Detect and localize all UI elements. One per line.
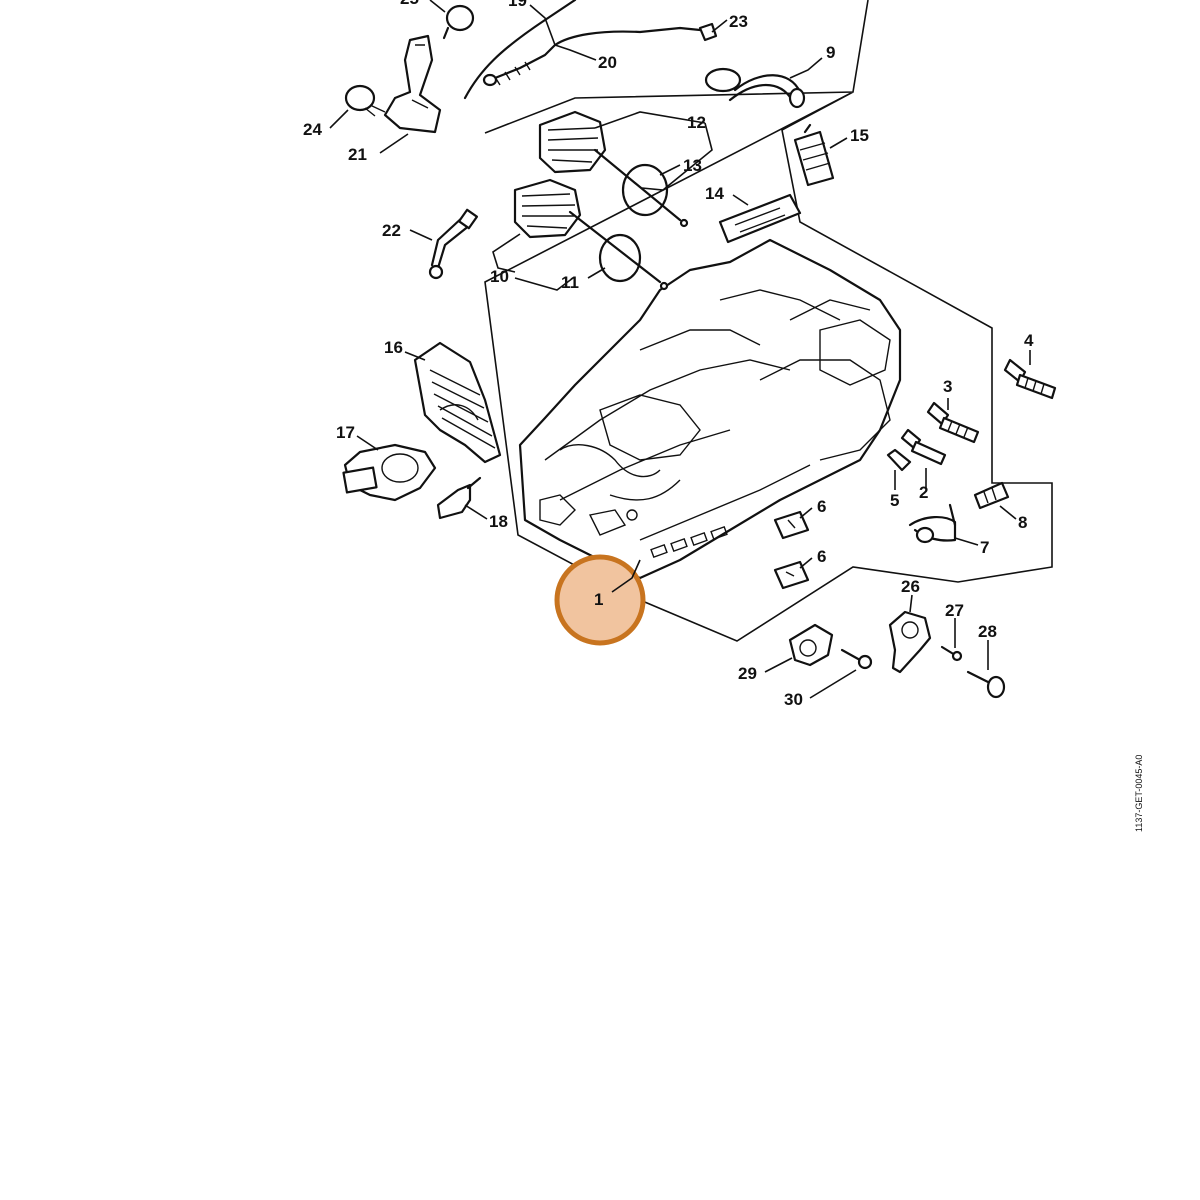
impulse-hose[interactable] bbox=[463, 0, 702, 100]
thrust-plate[interactable] bbox=[788, 623, 834, 667]
callout-12[interactable]: 12 bbox=[687, 113, 706, 132]
sleeve-5[interactable] bbox=[886, 448, 912, 472]
o-ring-upper[interactable] bbox=[621, 163, 669, 217]
callout-17[interactable]: 17 bbox=[336, 423, 355, 442]
crankcase-housing[interactable] bbox=[518, 238, 902, 580]
callout-15[interactable]: 15 bbox=[850, 126, 869, 145]
callout-30[interactable]: 30 bbox=[784, 690, 803, 709]
callout-14[interactable]: 14 bbox=[705, 184, 724, 203]
callout-1[interactable]: 1 bbox=[594, 590, 603, 609]
callout-21[interactable]: 21 bbox=[348, 145, 367, 164]
callout-29[interactable]: 29 bbox=[738, 664, 757, 683]
fuel-filter[interactable] bbox=[793, 123, 835, 187]
elbow-connector[interactable] bbox=[428, 208, 479, 280]
callout-4[interactable]: 4 bbox=[1024, 331, 1034, 350]
callout-6-lower[interactable]: 6 bbox=[817, 547, 826, 566]
callout-highlight bbox=[554, 554, 646, 646]
callout-7[interactable]: 7 bbox=[980, 538, 989, 557]
callout-27[interactable]: 27 bbox=[945, 601, 964, 620]
callout-18[interactable]: 18 bbox=[489, 512, 508, 531]
callout-9[interactable]: 9 bbox=[826, 43, 835, 62]
stud-4[interactable] bbox=[1003, 358, 1057, 400]
catch-bracket[interactable] bbox=[436, 476, 482, 520]
callout-13[interactable]: 13 bbox=[683, 156, 702, 175]
callout-19[interactable]: 19 bbox=[508, 0, 527, 10]
assembly-frame bbox=[484, 0, 1053, 642]
bellows-plug[interactable] bbox=[344, 84, 386, 117]
callout-28[interactable]: 28 bbox=[978, 622, 997, 641]
callout-20[interactable]: 20 bbox=[598, 53, 617, 72]
callout-24[interactable]: 24 bbox=[303, 120, 322, 139]
o-ring-lower[interactable] bbox=[598, 233, 642, 283]
chain-sprocket-cover[interactable] bbox=[342, 443, 437, 502]
fuel-hose-assembly[interactable] bbox=[704, 67, 806, 109]
chain-tensioner-plate[interactable] bbox=[888, 610, 932, 674]
housing-slots bbox=[650, 525, 728, 559]
shroud-grille[interactable] bbox=[413, 341, 502, 464]
oil-hose[interactable] bbox=[908, 503, 957, 544]
stud-3[interactable] bbox=[926, 401, 980, 444]
rubber-buffer-upper[interactable] bbox=[773, 510, 810, 540]
hose-fitting[interactable] bbox=[698, 22, 718, 42]
warning-label[interactable] bbox=[718, 193, 802, 244]
switch-knob[interactable] bbox=[442, 4, 475, 40]
stud-2[interactable] bbox=[900, 428, 947, 466]
document-code: 1137-GET-0045-A0 bbox=[1134, 755, 1144, 832]
rubber-buffer-lower[interactable] bbox=[773, 560, 810, 590]
screw-30[interactable] bbox=[840, 648, 873, 670]
callout-8[interactable]: 8 bbox=[1018, 513, 1027, 532]
callout-10[interactable]: 10 bbox=[490, 267, 509, 286]
spline-screw-28[interactable] bbox=[966, 670, 1006, 699]
leader-lines bbox=[329, 0, 1031, 699]
callout-3[interactable]: 3 bbox=[943, 377, 952, 396]
callout-26[interactable]: 26 bbox=[901, 577, 920, 596]
callout-6-upper[interactable]: 6 bbox=[817, 497, 826, 516]
callout-2[interactable]: 2 bbox=[919, 483, 928, 502]
annular-buffer-upper[interactable] bbox=[538, 110, 689, 228]
callout-16[interactable]: 16 bbox=[384, 338, 403, 357]
oil-suction-fitting[interactable] bbox=[973, 481, 1010, 510]
callout-11[interactable]: 11 bbox=[561, 273, 579, 292]
spline-screw-27[interactable] bbox=[940, 645, 963, 662]
callout-5[interactable]: 5 bbox=[890, 491, 899, 510]
callout-22[interactable]: 22 bbox=[382, 221, 401, 240]
throttle-trigger-bracket[interactable] bbox=[383, 34, 442, 134]
callout-23[interactable]: 23 bbox=[729, 12, 748, 31]
callout-25[interactable]: 25 bbox=[400, 0, 419, 8]
annular-buffer-lower[interactable] bbox=[513, 178, 669, 291]
